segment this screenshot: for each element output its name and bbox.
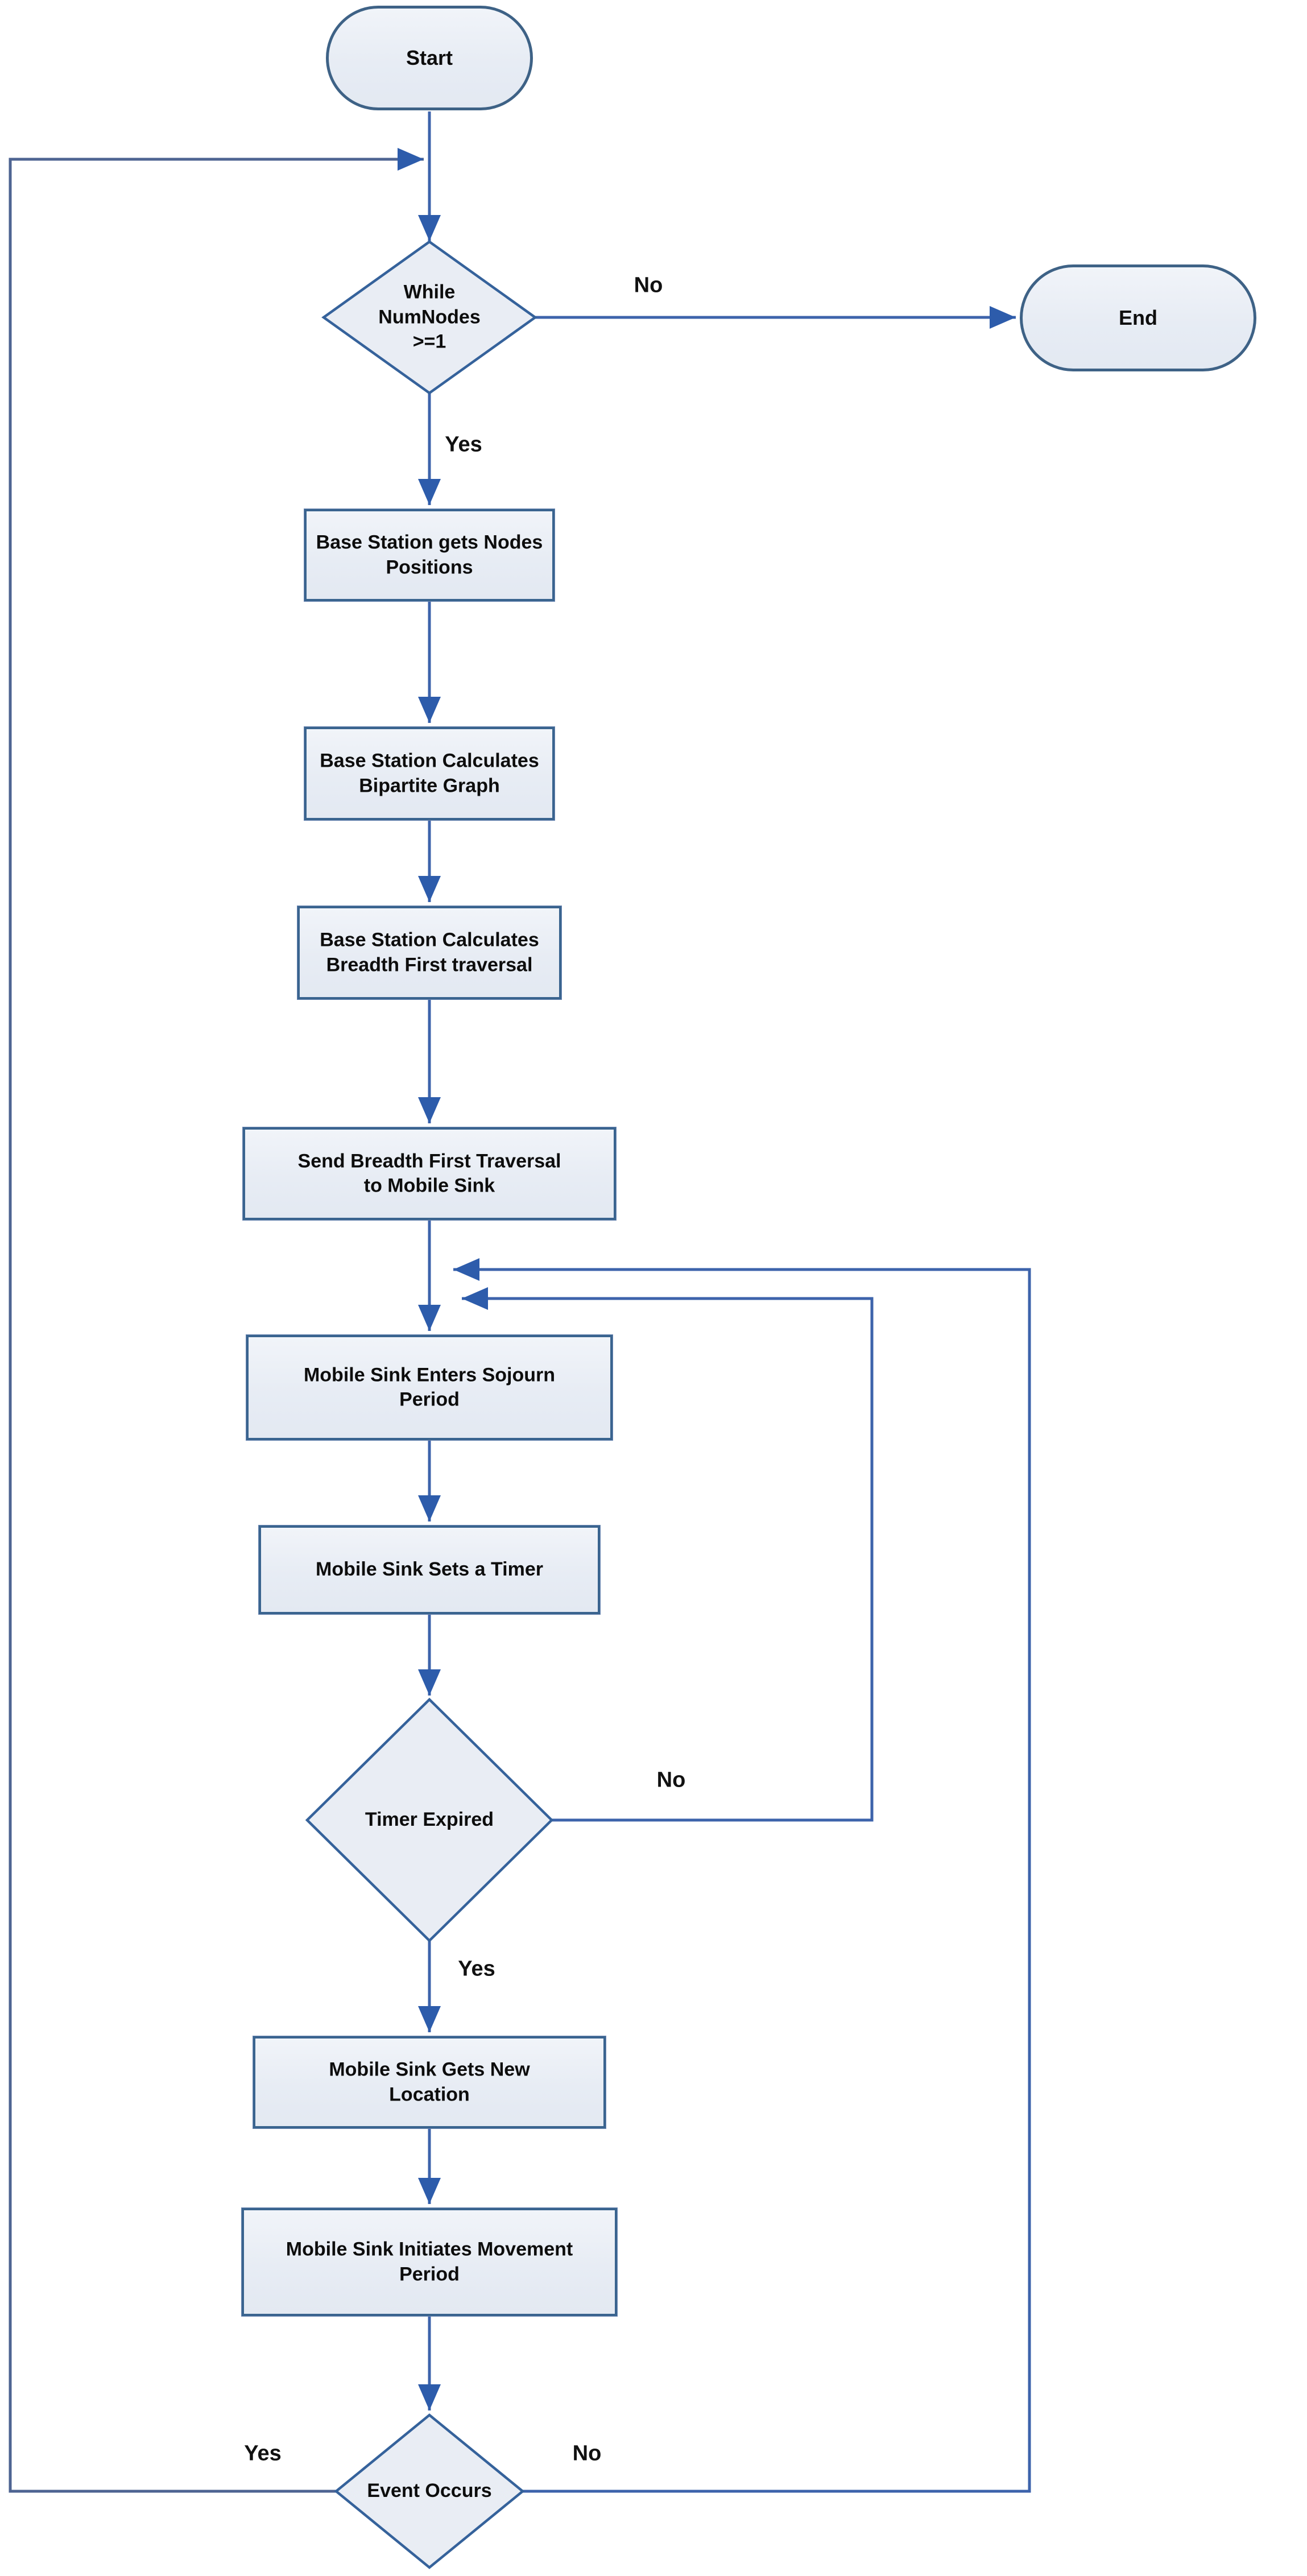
node-while-numnodes xyxy=(321,240,537,395)
node-event-occurs xyxy=(334,2413,525,2569)
edge-send-to-sojourn-arrowhead xyxy=(418,1305,441,1331)
edge-getpositions-to-bipartite-arrowhead xyxy=(418,697,441,723)
edge-while-yes-to-getpositions-arrowhead xyxy=(418,479,441,505)
edge-sojourn-to-timerset-arrowhead xyxy=(418,1495,441,1521)
node-timer-expired xyxy=(305,1697,554,1943)
edge-movement-to-event-arrowhead xyxy=(418,2384,441,2410)
edge-event-yes-loop-arrowhead xyxy=(398,148,424,171)
edge-timer-yes-to-getlocation-arrowhead xyxy=(418,2006,441,2032)
edge-bft-to-send-arrowhead xyxy=(418,1097,441,1123)
edge-timer-no-loop xyxy=(462,1297,874,1822)
edge-while-no-to-end-arrowhead xyxy=(990,306,1016,329)
edge-event-no-loop-arrowhead xyxy=(453,1258,479,1281)
edge-getlocation-to-movement-arrowhead xyxy=(418,2178,441,2204)
edge-start-to-while-arrowhead xyxy=(418,215,441,241)
edge-timer-no-loop-arrowhead xyxy=(462,1287,488,1310)
edge-event-yes-loop xyxy=(9,158,424,2493)
edge-event-no-loop xyxy=(453,1268,1031,2493)
edge-timerset-to-timerexpired-arrowhead xyxy=(418,1669,441,1696)
edge-bipartite-to-bft-arrowhead xyxy=(418,876,441,902)
